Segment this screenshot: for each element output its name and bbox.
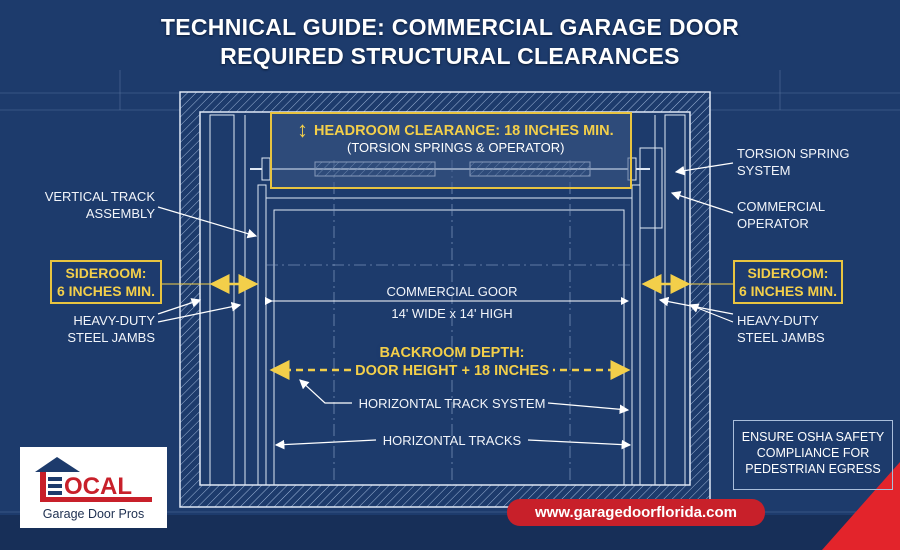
horizontal-track-system-label: HORIZONTAL TRACK SYSTEM xyxy=(358,396,546,411)
logo-brand: OCAL xyxy=(64,473,132,500)
leader-lines xyxy=(157,162,734,450)
headroom-title: HEADROOM CLEARANCE: 18 INCHES MIN. xyxy=(314,123,614,139)
sideroom-left-box: SIDEROOM:6 INCHES MIN. xyxy=(50,260,162,304)
red-corner-accent xyxy=(822,462,900,550)
sideroom-right-box: SIDEROOM:6 INCHES MIN. xyxy=(733,260,843,304)
backroom-label: BACKROOM DEPTH:DOOR HEIGHT + 18 INCHES xyxy=(302,344,602,380)
headroom-arrow-icon: ↕ xyxy=(297,117,308,142)
logo-tagline: Garage Door Pros xyxy=(42,507,145,521)
title-line-2: REQUIRED STRUCTURAL CLEARANCES xyxy=(220,43,680,69)
centerlines xyxy=(266,160,632,485)
door-size: 14' WIDE x 14' HIGH xyxy=(391,306,513,321)
horizontal-tracks-label: HORIZONTAL TRACKS xyxy=(382,433,522,448)
website-link[interactable]: www.garagedoorflorida.com xyxy=(507,499,765,526)
company-logo: OCAL Garage Door Pros xyxy=(20,447,167,528)
track-lines xyxy=(209,114,686,486)
headroom-box: ↕ HEADROOM CLEARANCE: 18 INCHES MIN. (TO… xyxy=(270,112,632,189)
headroom-subtitle: (TORSION SPRINGS & OPERATOR) xyxy=(347,140,565,155)
house-logo-icon xyxy=(35,457,152,502)
title-line-1: TECHNICAL GUIDE: COMMERCIAL GARAGE DOOR xyxy=(160,14,740,40)
door-name: COMMERCIAL GOOR xyxy=(386,284,518,299)
